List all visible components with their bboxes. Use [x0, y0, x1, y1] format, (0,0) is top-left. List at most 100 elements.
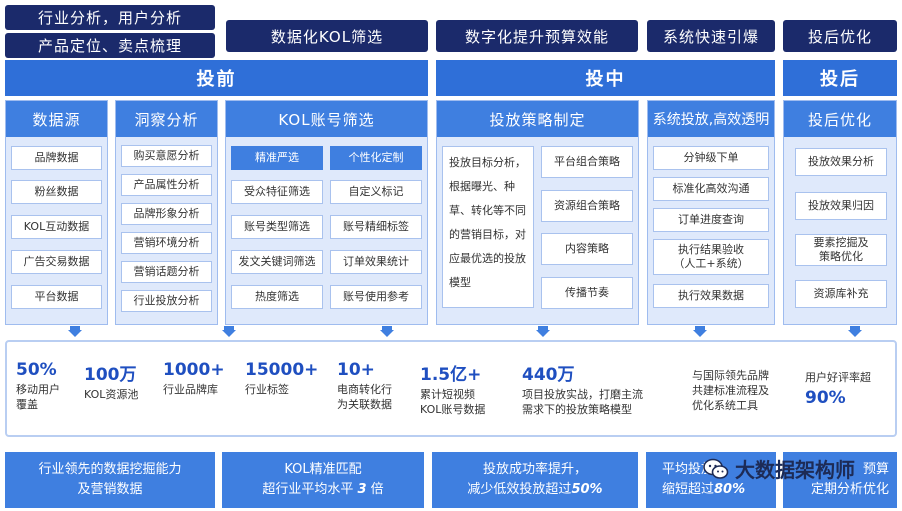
- stat-number: 10+: [337, 360, 375, 380]
- stat-project-practice: 440万 项目投放实战，打磨主流 需求下的投放策略模型: [522, 360, 643, 417]
- watermark: 大数据架构师: [703, 454, 855, 483]
- optimize-item-1: 投放效果归因: [795, 192, 887, 220]
- bottom-box-kol-match: KOL精准匹配 超行业平均水平 3 倍: [222, 452, 424, 508]
- bottom-box-line: 减少低效投放超过50%: [467, 480, 602, 500]
- bottom-box-highlight: 3: [357, 482, 367, 497]
- datasource-item-2: KOL互动数据: [11, 215, 102, 239]
- tag-budget-efficiency: 数字化提升预算效能: [436, 20, 638, 52]
- stat-label: 项目投放实战，打磨主流 需求下的投放策略模型: [522, 388, 643, 416]
- datasource-item-4: 平台数据: [11, 285, 102, 309]
- stats-panel: [5, 340, 897, 437]
- tag-post-optimize: 投后优化: [783, 20, 897, 52]
- bottom-box-text: 缩短超过: [662, 482, 715, 497]
- bottom-box-line: 行业领先的数据挖掘能力: [38, 462, 182, 477]
- bottom-box-line: 平均投放: [662, 462, 715, 477]
- tag-system-launch: 系统快速引爆: [647, 20, 775, 52]
- stat-industry-tags: 15000+ 行业标签: [245, 360, 318, 397]
- phase-pre: 投前: [5, 60, 428, 96]
- kol-left-item-3: 发文关键词筛选: [231, 250, 323, 274]
- bottom-box-line: 定期分析优化: [810, 482, 889, 497]
- stat-label: 用户好评率超: [805, 371, 871, 384]
- stat-label: KOL资源池: [84, 388, 139, 401]
- insight-item-5: 行业投放分析: [121, 290, 212, 312]
- stat-number: 1000+: [163, 360, 225, 380]
- bottom-box-highlight: 80%: [714, 482, 746, 497]
- tag-industry-analysis: 行业分析，用户分析: [5, 5, 215, 30]
- insight-item-4: 营销话题分析: [121, 261, 212, 283]
- stat-number: 100万: [84, 365, 137, 385]
- stat-number: 15000+: [245, 360, 319, 380]
- stat-ecommerce-data: 10+ 电商转化行 为关联数据: [337, 360, 392, 412]
- bottom-box-text: 超行业平均水平: [262, 482, 358, 497]
- stat-kol-pool: 100万 KOL资源池: [84, 360, 138, 402]
- bottom-box-success-rate: 投放成功率提升， 减少低效投放超过50%: [432, 452, 638, 508]
- arrow-down: [536, 326, 550, 337]
- strategy-item-1: 资源组合策略: [541, 190, 633, 222]
- insight-item-3: 营销环境分析: [121, 232, 212, 254]
- arrow-down: [693, 326, 707, 337]
- stat-number: 50%: [16, 360, 57, 380]
- optimize-item-3: 资源库补充: [795, 280, 887, 308]
- system-item-3: 执行结果验收 （人工+系统）: [653, 239, 769, 275]
- stat-label: 行业标签: [245, 383, 289, 396]
- optimize-item-2: 要素挖掘及 策略优化: [795, 234, 887, 266]
- insight-item-2: 品牌形象分析: [121, 203, 212, 225]
- strategy-description: 投放目标分析，根据曝光、种草、转化等不同的营销目标，对应最优选的投放模型: [442, 146, 534, 308]
- kol-right-item-2: 账号精细标签: [330, 215, 422, 239]
- strategy-item-0: 平台组合策略: [541, 146, 633, 178]
- bottom-box-text: 倍: [366, 482, 384, 497]
- arrow-down: [222, 326, 236, 337]
- arrow-down: [848, 326, 862, 337]
- stat-label: 累计短视频 KOL账号数据: [420, 388, 486, 416]
- stat-mobile-coverage: 50% 移动用户 覆盖: [16, 360, 60, 412]
- watermark-text: 大数据架构师: [735, 458, 855, 482]
- datasource-item-3: 广告交易数据: [11, 250, 102, 274]
- stat-user-rating: 用户好评率超 90%: [805, 370, 871, 408]
- kol-right-item-1: 自定义标记: [330, 180, 422, 204]
- bottom-box-data-mining: 行业领先的数据挖掘能力 及营销数据: [5, 452, 215, 508]
- tag-kol-screening: 数据化KOL筛选: [226, 20, 428, 52]
- phase-post: 投后: [783, 60, 897, 96]
- insight-item-1: 产品属性分析: [121, 174, 212, 196]
- bottom-box-line: 投放成功率提升，: [482, 462, 587, 477]
- system-item-0: 分钟级下单: [653, 146, 769, 170]
- bottom-box-line: 超行业平均水平 3 倍: [262, 480, 383, 500]
- stat-label: 电商转化行 为关联数据: [337, 383, 392, 411]
- arrow-down: [380, 326, 394, 337]
- stat-number: 90%: [805, 388, 846, 408]
- wechat-icon: [703, 458, 729, 480]
- stat-standard-process: 与国际领先品牌 共建标准流程及 优化系统工具: [692, 369, 769, 412]
- column-kol-title: KOL账号筛选: [226, 101, 427, 137]
- bottom-box-line: KOL精准匹配: [284, 462, 362, 477]
- system-item-4: 执行效果数据: [653, 284, 769, 308]
- stat-label: 行业品牌库: [163, 383, 218, 396]
- strategy-item-3: 传播节奏: [541, 277, 633, 309]
- system-item-1: 标准化高效沟通: [653, 177, 769, 201]
- tag-product-positioning: 产品定位、卖点梳理: [5, 33, 215, 58]
- column-datasource-title: 数据源: [6, 101, 107, 137]
- system-item-2: 订单进度查询: [653, 208, 769, 232]
- bottom-box-line: 及营销数据: [77, 482, 143, 497]
- strategy-item-2: 内容策略: [541, 233, 633, 265]
- stat-number: 440万: [522, 365, 575, 385]
- kol-right-item-0: 个性化定制: [330, 146, 422, 170]
- arrow-down: [68, 326, 82, 337]
- bottom-box-line: 预算: [862, 462, 889, 477]
- column-insight-title: 洞察分析: [116, 101, 217, 137]
- stat-video-kol: 1.5亿+ 累计短视频 KOL账号数据: [420, 360, 485, 417]
- bottom-box-budget: 预算 定期分析优化: [783, 452, 897, 508]
- stat-brand-library: 1000+ 行业品牌库: [163, 360, 225, 397]
- stat-number: 1.5亿+: [420, 365, 482, 385]
- datasource-item-1: 粉丝数据: [11, 180, 102, 204]
- stat-label: 移动用户 覆盖: [16, 383, 60, 411]
- kol-left-item-4: 热度筛选: [231, 285, 323, 309]
- kol-left-item-2: 账号类型筛选: [231, 215, 323, 239]
- kol-right-item-3: 订单效果统计: [330, 250, 422, 274]
- column-strategy-title: 投放策略制定: [437, 101, 638, 137]
- column-system-title: 系统投放,高效透明: [648, 101, 774, 137]
- phase-mid: 投中: [436, 60, 775, 96]
- column-optimize-title: 投后优化: [784, 101, 896, 137]
- kol-right-item-4: 账号使用参考: [330, 285, 422, 309]
- bottom-box-text: 减少低效投放超过: [467, 482, 572, 497]
- insight-item-0: 购买意愿分析: [121, 145, 212, 167]
